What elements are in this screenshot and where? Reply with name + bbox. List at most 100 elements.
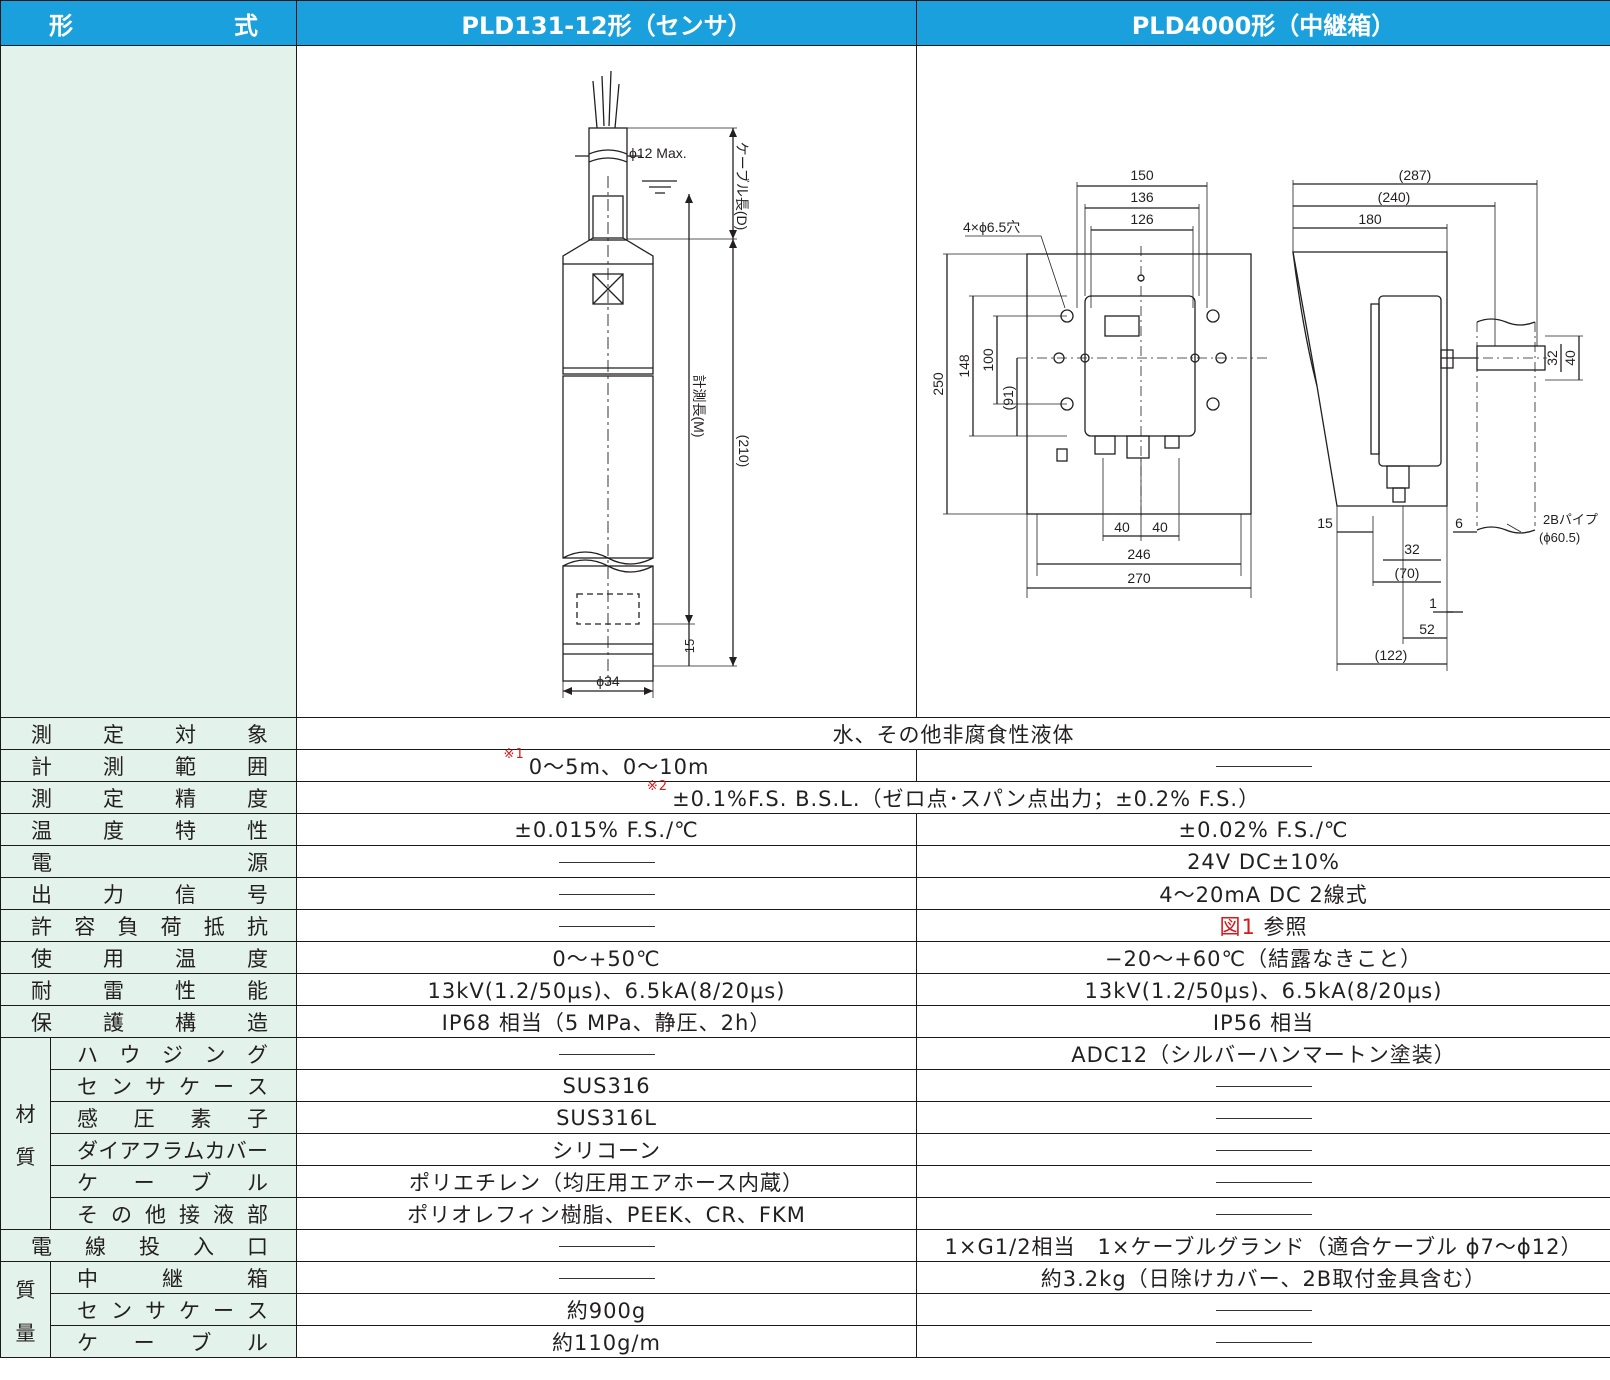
label-char: 使 bbox=[31, 946, 52, 971]
mass-row: ケーブル 約110g/m bbox=[1, 1325, 1610, 1358]
value-optemp-relay: −20～+60℃（結露なきこと） bbox=[916, 941, 1610, 974]
measurement-length-text: 計測長(M) bbox=[691, 375, 707, 438]
label-char: 箱 bbox=[247, 1266, 268, 1291]
label-char: 容 bbox=[74, 914, 96, 939]
label-load-resistance: 許容負荷抵抗 bbox=[0, 909, 297, 942]
label-char: 出 bbox=[31, 882, 52, 907]
empty-dash bbox=[1215, 1214, 1312, 1215]
label-chars: 出力信号 bbox=[1, 879, 296, 909]
label-char: 定 bbox=[103, 786, 124, 811]
label-char: ー bbox=[247, 1138, 268, 1163]
label-power: 電源 bbox=[0, 845, 297, 878]
label-char: ン bbox=[111, 1298, 132, 1323]
label-char: 特 bbox=[175, 818, 196, 843]
label-char: 入 bbox=[193, 1234, 214, 1259]
group-char: 質 bbox=[15, 1144, 36, 1169]
value-output-relay: 4～20mA DC 2線式 bbox=[916, 877, 1610, 910]
dim-126: 126 bbox=[1130, 211, 1154, 227]
dim-1: 1 bbox=[1429, 595, 1437, 611]
note-2: ※2 bbox=[646, 778, 669, 794]
label-char: 温 bbox=[175, 946, 196, 971]
label-char: グ bbox=[247, 1042, 268, 1067]
material-sensor bbox=[296, 1037, 917, 1070]
label-wire-inlet: 電線投入口 bbox=[0, 1229, 297, 1262]
label-chars: その他接液部 bbox=[51, 1199, 296, 1229]
label-char: ケ bbox=[179, 1074, 200, 1099]
empty-dash bbox=[1215, 1182, 1312, 1183]
label-char: 液 bbox=[213, 1202, 234, 1227]
dim-136: 136 bbox=[1130, 189, 1154, 205]
dim-phi34-text: ϕ34 bbox=[596, 673, 620, 689]
label-char: 度 bbox=[247, 946, 268, 971]
label-char: カ bbox=[204, 1138, 226, 1163]
label-char: ブ bbox=[190, 1170, 212, 1195]
mass-label: ケーブル bbox=[50, 1325, 297, 1358]
label-char: ー bbox=[133, 1170, 155, 1195]
label-char: 保 bbox=[31, 1010, 52, 1035]
label-char: 中 bbox=[77, 1266, 98, 1291]
material-row: その他接液部 ポリオレフィン樹脂、PEEK、CR、FKM bbox=[1, 1197, 1610, 1230]
material-relay bbox=[916, 1133, 1610, 1166]
label-protection: 保護構造 bbox=[0, 1005, 297, 1038]
label-char: 測 bbox=[103, 754, 124, 779]
relay-box-dimension-drawing: 150 136 126 4×ϕ6.5穴 250 148 100 (91) 40 … bbox=[930, 167, 1598, 671]
label-char: 護 bbox=[103, 1010, 124, 1035]
material-row: ダイアフラムカバー シリコーン bbox=[1, 1133, 1610, 1166]
label-char: 許 bbox=[31, 914, 52, 939]
mass-sensor bbox=[296, 1261, 917, 1294]
label-char: 構 bbox=[175, 1010, 196, 1035]
dim-52: 52 bbox=[1419, 621, 1435, 637]
value-protection-relay: IP56 相当 bbox=[916, 1005, 1610, 1038]
row-measure-range: 計測範囲 ※10～5m、0～10m bbox=[0, 747, 1610, 782]
material-row: ケーブル ポリエチレン（均圧用エアホース内蔵） bbox=[1, 1165, 1610, 1198]
value-measure-range-relay bbox=[916, 749, 1610, 782]
label-temp-char: 温度特性 bbox=[0, 813, 297, 846]
label-char: ジ bbox=[162, 1042, 183, 1067]
mass-row: 質量 中継箱 約3.2kg（日除けカバー、2B取付金具含む） bbox=[0, 1261, 1610, 1358]
material-relay bbox=[916, 1101, 1610, 1134]
figure-ref-link[interactable]: 図1 bbox=[1219, 914, 1256, 939]
empty-dash bbox=[1215, 766, 1312, 767]
label-char: 造 bbox=[247, 1010, 268, 1035]
value-protection-sensor: IP68 相当（5 MPa、静圧、2h） bbox=[296, 1005, 917, 1038]
label-char: そ bbox=[77, 1202, 98, 1227]
dim-91: (91) bbox=[1000, 386, 1016, 411]
dim-250: 250 bbox=[930, 372, 946, 396]
mass-relay: 約3.2kg（日除けカバー、2B取付金具含む） bbox=[916, 1261, 1610, 1294]
row-output: 出力信号 4～20mA DC 2線式 bbox=[0, 877, 1610, 910]
material-label: ダイアフラムカバー bbox=[50, 1133, 297, 1166]
material-label: ハウジング bbox=[50, 1037, 297, 1070]
label-char: ケ bbox=[77, 1330, 98, 1355]
material-label: 感圧素子 bbox=[50, 1101, 297, 1134]
label-char: 号 bbox=[247, 882, 268, 907]
group-char: 材 bbox=[15, 1101, 36, 1126]
label-char: 部 bbox=[247, 1202, 268, 1227]
label-char: バ bbox=[225, 1138, 247, 1163]
label-chars: 測定対象 bbox=[1, 719, 296, 749]
label-chars: 温度特性 bbox=[1, 815, 296, 845]
dim-210-text: (210) bbox=[736, 435, 752, 468]
label-char: 抵 bbox=[203, 914, 225, 939]
empty-dash bbox=[1215, 1342, 1312, 1343]
label-char: ム bbox=[183, 1138, 205, 1163]
empty-dash bbox=[1215, 1310, 1312, 1311]
label-measure-object: 測定対象 bbox=[0, 717, 297, 750]
label-chars: ダイアフラムカバー bbox=[51, 1135, 296, 1165]
label-char: ー bbox=[213, 1074, 234, 1099]
label-char: サ bbox=[145, 1298, 166, 1323]
label-char: 線 bbox=[85, 1234, 106, 1259]
drawing-label-cell bbox=[0, 45, 297, 718]
label-char: ル bbox=[246, 1170, 268, 1195]
label-chars: ケーブル bbox=[51, 1167, 296, 1197]
label-char: ア bbox=[119, 1138, 141, 1163]
dim-40b: 40 bbox=[1152, 519, 1168, 535]
label-chars: ハウジング bbox=[51, 1039, 296, 1069]
label-char: 信 bbox=[175, 882, 196, 907]
label-char: 測 bbox=[31, 786, 52, 811]
empty-dash bbox=[558, 894, 655, 895]
dim-246: 246 bbox=[1127, 546, 1151, 562]
dim-180: 180 bbox=[1358, 211, 1382, 227]
material-group-label: 材質 bbox=[0, 1037, 51, 1230]
dim-150: 150 bbox=[1130, 167, 1154, 183]
value-optemp-sensor: 0～+50℃ bbox=[296, 941, 917, 974]
